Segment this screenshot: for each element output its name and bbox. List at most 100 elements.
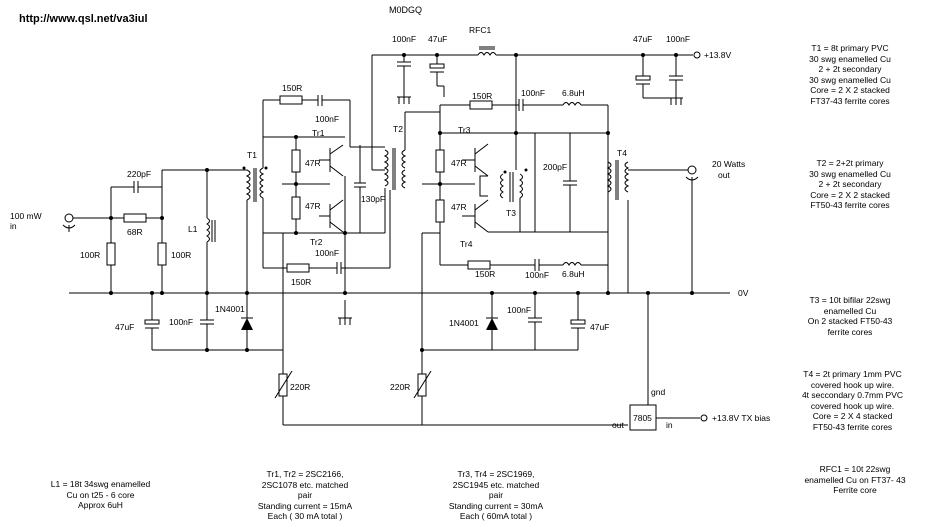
label-6-8uh-a: 6.8uH	[562, 88, 585, 98]
transistor-tr4	[462, 199, 489, 233]
label-tr2: Tr2	[310, 237, 323, 247]
note-line: Approx 6uH	[78, 500, 123, 510]
label-100r-a: 100R	[80, 250, 100, 260]
label-bias: +13.8V TX bias	[712, 413, 770, 423]
note-t1: T1 = 8t primary PVC 30 swg enamelled Cu …	[795, 43, 905, 106]
label-47uf-c: 47uF	[115, 322, 134, 332]
note-line: L1 = 18t 34swg enamelled	[50, 479, 151, 489]
input-label-1: 100 mW	[10, 211, 42, 221]
transformer-t1	[242, 166, 268, 202]
note-line: RFC1 = 10t 22swg	[819, 464, 891, 474]
label-200pf: 200pF	[543, 162, 567, 172]
note-line: Standing current = 30mA	[448, 500, 544, 511]
note-line: pair	[488, 490, 504, 500]
label-100nf-f: 100nF	[525, 270, 549, 280]
note-line: 2SC1945 etc. matched	[452, 479, 540, 490]
note-line: covered hook up wire.	[810, 379, 895, 390]
note-line: Each ( 30 mA total )	[267, 511, 343, 521]
note-tr34: Tr3, Tr4 = 2SC1969, 2SC1945 etc. matched…	[436, 469, 556, 522]
label-1n4001-b: 1N4001	[449, 318, 479, 328]
note-line: pair	[297, 490, 313, 500]
label-220pf: 220pF	[127, 169, 151, 179]
label-150r-c: 150R	[472, 91, 492, 101]
note-line: 30 swg enamelled Cu	[809, 53, 891, 64]
label-t3: T3	[506, 208, 516, 218]
output-label-1: 20 Watts	[712, 159, 745, 169]
label-reg-gnd: gnd	[651, 387, 665, 397]
diode-d2	[486, 293, 498, 350]
note-line: Core = 2 X 4 stacked	[812, 411, 893, 421]
note-line: enamelled Cu	[823, 305, 877, 316]
regulator-7805: 7805	[629, 404, 657, 431]
note-l1: L1 = 18t 34swg enamelled Cu on t25 - 6 c…	[38, 479, 163, 511]
output-label-2: out	[718, 170, 730, 180]
choke-rfc1	[477, 46, 497, 56]
label-100nf-e: 100nF	[521, 88, 545, 98]
label-47r-b: 47R	[305, 201, 321, 211]
note-line: 30 swg enamelled Cu	[809, 168, 891, 179]
label-100r-b: 100R	[171, 250, 191, 260]
label-7805: 7805	[633, 413, 652, 423]
note-t3: T3 = 10t bifilar 22swg enamelled Cu On 2…	[795, 295, 905, 337]
label-47r-d: 47R	[451, 202, 467, 212]
label-220r-b: 220R	[390, 382, 410, 392]
label-tr3: Tr3	[458, 125, 471, 135]
note-line: 2 + 2t secondary	[818, 179, 882, 189]
note-line: Core = 2 X 2 stacked	[810, 85, 890, 95]
note-line: Tr1, Tr2 = 2SC2166,	[266, 469, 344, 479]
label-220r-a: 220R	[290, 382, 310, 392]
note-tr12: Tr1, Tr2 = 2SC2166, 2SC1078 etc. matched…	[245, 469, 365, 522]
diode-d1	[241, 293, 253, 350]
label-100nf-g: 100nF	[169, 317, 193, 327]
transistor-tr3	[462, 143, 489, 177]
note-line: T1 = 8t primary PVC	[811, 43, 889, 53]
label-0v: 0V	[738, 288, 749, 298]
label-t4: T4	[617, 148, 627, 158]
header-callsign: M0DGQ	[389, 5, 422, 15]
label-1n4001-a: 1N4001	[215, 304, 245, 314]
input-label-2: in	[10, 221, 17, 231]
label-47r-a: 47R	[305, 158, 321, 168]
note-line: covered hook up wire.	[810, 400, 895, 411]
note-line: Standing current = 15mA	[257, 500, 353, 511]
note-t2: T2 = 2+2t primary 30 swg enamelled Cu 2 …	[795, 158, 905, 211]
note-line: FT37-43 ferrite cores	[810, 95, 890, 106]
label-t1: T1	[247, 150, 257, 160]
output-connector	[685, 165, 699, 293]
label-6-8uh-b: 6.8uH	[562, 269, 585, 279]
label-l1: L1	[188, 224, 198, 234]
transformer-t4	[606, 160, 630, 200]
label-reg-out: out	[612, 420, 624, 430]
transistor-tr2	[319, 199, 344, 233]
note-line: 4t seccondary 0.7mm PVC	[801, 390, 904, 400]
label-reg-in: in	[666, 420, 673, 430]
note-rfc1: RFC1 = 10t 22swg enamelled Cu on FT37- 4…	[795, 464, 915, 496]
label-47uf-a: 47uF	[428, 34, 447, 44]
label-100nf-c: 100nF	[392, 34, 416, 44]
label-100nf-h: 100nF	[507, 305, 531, 315]
label-100nf-b: 100nF	[315, 248, 339, 258]
label-47r-c: 47R	[451, 158, 467, 168]
note-line: 2 + 2t secondary	[818, 64, 882, 74]
note-line: T2 = 2+2t primary	[816, 158, 884, 168]
note-line: enamelled Cu on FT37- 43	[804, 474, 906, 485]
label-rfc1: RFC1	[469, 25, 491, 35]
note-line: Each ( 60mA total )	[459, 511, 533, 521]
label-t2: T2	[393, 124, 403, 134]
note-line: On 2 stacked FT50-43	[807, 316, 893, 326]
transformer-t2	[383, 148, 407, 190]
note-t4: T4 = 2t primary 1mm PVC covered hook up …	[795, 369, 910, 432]
label-150r-b: 150R	[291, 277, 311, 287]
note-line: FT50-43 ferrite cores	[810, 200, 890, 210]
note-line: Tr3, Tr4 = 2SC1969,	[457, 469, 535, 479]
label-47uf-d: 47uF	[590, 322, 609, 332]
label-150r-d: 150R	[475, 269, 495, 279]
note-line: 2SC1078 etc. matched	[261, 479, 349, 490]
label-68r: 68R	[127, 227, 143, 237]
label-47uf-b: 47uF	[633, 34, 652, 44]
note-line: Ferrite core	[833, 485, 877, 495]
label-tr1: Tr1	[312, 128, 325, 138]
note-line: Cu on t25 - 6 core	[66, 489, 135, 500]
label-100nf-d: 100nF	[666, 34, 690, 44]
